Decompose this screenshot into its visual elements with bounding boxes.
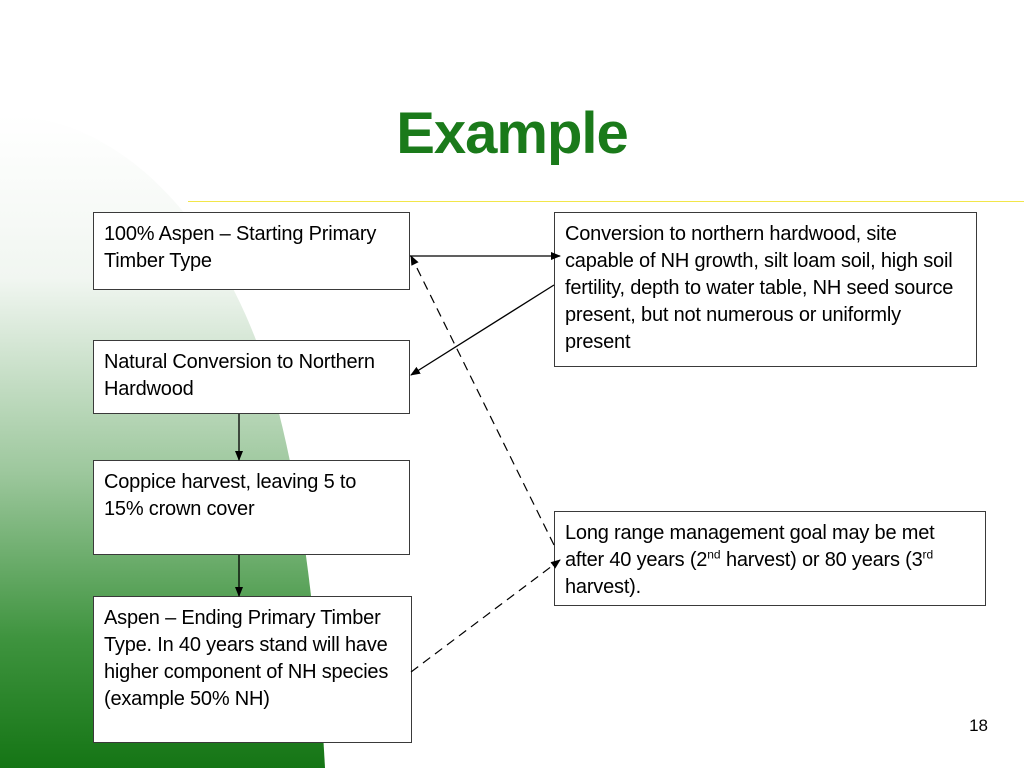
box-starting-type-text: 100% Aspen – Starting Primary Timber Typ… bbox=[104, 223, 377, 272]
goal-text-part2: harvest) or 80 years (3 bbox=[720, 549, 923, 571]
goal-sup-rd: rd bbox=[922, 547, 934, 562]
box-ending-type: Aspen – Ending Primary Timber Type. In 4… bbox=[93, 596, 412, 743]
goal-text-part1: Long range management goal may be met af… bbox=[565, 522, 935, 571]
box-natural-conversion: Natural Conversion to Northern Hardwood bbox=[93, 340, 410, 414]
box-coppice-harvest-text: Coppice harvest, leaving 5 to 15% crown … bbox=[104, 471, 357, 520]
title-divider bbox=[188, 201, 1024, 202]
box-management-goal: Long range management goal may be met af… bbox=[554, 511, 986, 606]
box-natural-conversion-text: Natural Conversion to Northern Hardwood bbox=[104, 351, 375, 400]
slide-title: Example bbox=[396, 101, 629, 166]
goal-text-part3: harvest). bbox=[565, 576, 642, 598]
box-conversion-conditions-text: Conversion to northern hardwood, site ca… bbox=[565, 223, 954, 353]
box-coppice-harvest: Coppice harvest, leaving 5 to 15% crown … bbox=[93, 460, 410, 555]
box-starting-type: 100% Aspen – Starting Primary Timber Typ… bbox=[93, 212, 410, 290]
goal-sup-nd: nd bbox=[707, 547, 721, 562]
box-ending-type-text: Aspen – Ending Primary Timber Type. In 4… bbox=[104, 607, 389, 710]
page-number: 18 bbox=[969, 716, 988, 735]
box-conversion-conditions: Conversion to northern hardwood, site ca… bbox=[554, 212, 977, 367]
